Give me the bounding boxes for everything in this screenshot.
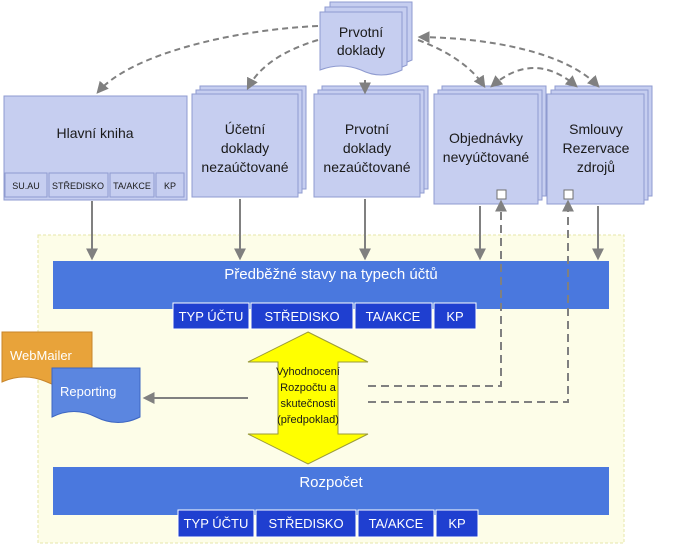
source-accounting-documents: Účetní doklady nezaúčtované [191, 85, 307, 198]
documents-line-2: doklady [337, 42, 385, 58]
feedback-to-contracts [368, 199, 574, 403]
general-ledger-label: Hlavní kniha [56, 125, 133, 141]
connector-to-orders [417, 39, 486, 88]
budget-tag-action: TA/AKCE [369, 516, 424, 531]
ledger-cell-cost-center: STŘEDISKO [52, 181, 104, 191]
orders-connector-port [496, 189, 507, 200]
document-connectors [96, 25, 600, 94]
accounting-docs-line-3: nezaúčtované [201, 159, 288, 175]
flow-arrows [86, 80, 604, 261]
primary-docs-line-2: doklady [343, 140, 391, 156]
preliminary-tag-kp: KP [446, 309, 463, 324]
preliminary-bar [53, 261, 609, 309]
evaluation-line-4: (předpoklad) [277, 414, 339, 426]
ledger-cell-action: TA/AKCE [113, 181, 151, 191]
reporting-output: Reporting [51, 367, 141, 423]
connector-to-ledger [96, 25, 319, 94]
preliminary-tag-action: TA/AKCE [366, 309, 421, 324]
primary-documents-stack: Prvotní doklady [319, 1, 413, 76]
evaluation-line-2: Rozpočtu a [280, 382, 337, 394]
connector-orders-contracts [490, 67, 578, 88]
contracts-line-2: Rezervace [563, 140, 630, 156]
budget-tag-kp: KP [448, 516, 465, 531]
source-contracts: Smlouvy Rezervace zdrojů [546, 85, 653, 205]
ledger-cell-kp: KP [164, 181, 176, 191]
budget-bar [53, 467, 609, 515]
budget-tag-cost-center: STŘEDISKO [268, 516, 343, 531]
preliminary-title: Předběžné stavy na typech účtů [224, 266, 437, 283]
budget-title: Rozpočet [299, 474, 363, 491]
contracts-line-1: Smlouvy [569, 121, 623, 137]
preliminary-tag-cost-center: STŘEDISKO [264, 309, 339, 324]
feedback-to-orders [368, 199, 507, 387]
connector-to-contracts [417, 31, 600, 88]
budget-tag-account-type: TYP ÚČTU [184, 516, 249, 531]
documents-line-1: Prvotní [339, 24, 383, 40]
accounting-docs-line-1: Účetní [225, 121, 266, 137]
reporting-label: Reporting [60, 384, 116, 399]
contracts-connector-port [563, 189, 574, 200]
evaluation-arrow: Vyhodnocení Rozpočtu a skutečnosti (před… [247, 331, 369, 465]
evaluation-line-1: Vyhodnocení [276, 366, 340, 378]
preliminary-states: Předběžné stavy na typech účtů TYP ÚČTU … [53, 261, 609, 330]
evaluation-feedback [368, 199, 574, 403]
preliminary-tag-account-type: TYP ÚČTU [179, 309, 244, 324]
orders-line-2: nevyúčtované [443, 149, 530, 165]
webmailer-label: WebMailer [10, 348, 73, 363]
orders-line-1: Objednávky [449, 130, 523, 146]
accounting-docs-line-2: doklady [221, 140, 269, 156]
evaluation-line-3: skutečnosti [280, 398, 335, 410]
source-general-ledger: Hlavní kniha SU.AU STŘEDISKO TA/AKCE KP [3, 95, 188, 201]
budget: Rozpočet TYP ÚČTU STŘEDISKO TA/AKCE KP [53, 467, 609, 538]
source-orders: Objednávky nevyúčtované [433, 85, 547, 205]
primary-docs-line-1: Prvotní [345, 121, 389, 137]
contracts-line-3: zdrojů [577, 159, 615, 175]
primary-docs-line-3: nezaúčtované [323, 159, 410, 175]
ledger-cell-su-au: SU.AU [12, 181, 40, 191]
source-primary-documents: Prvotní doklady nezaúčtované [313, 85, 429, 198]
connector-to-accounting [246, 39, 319, 91]
